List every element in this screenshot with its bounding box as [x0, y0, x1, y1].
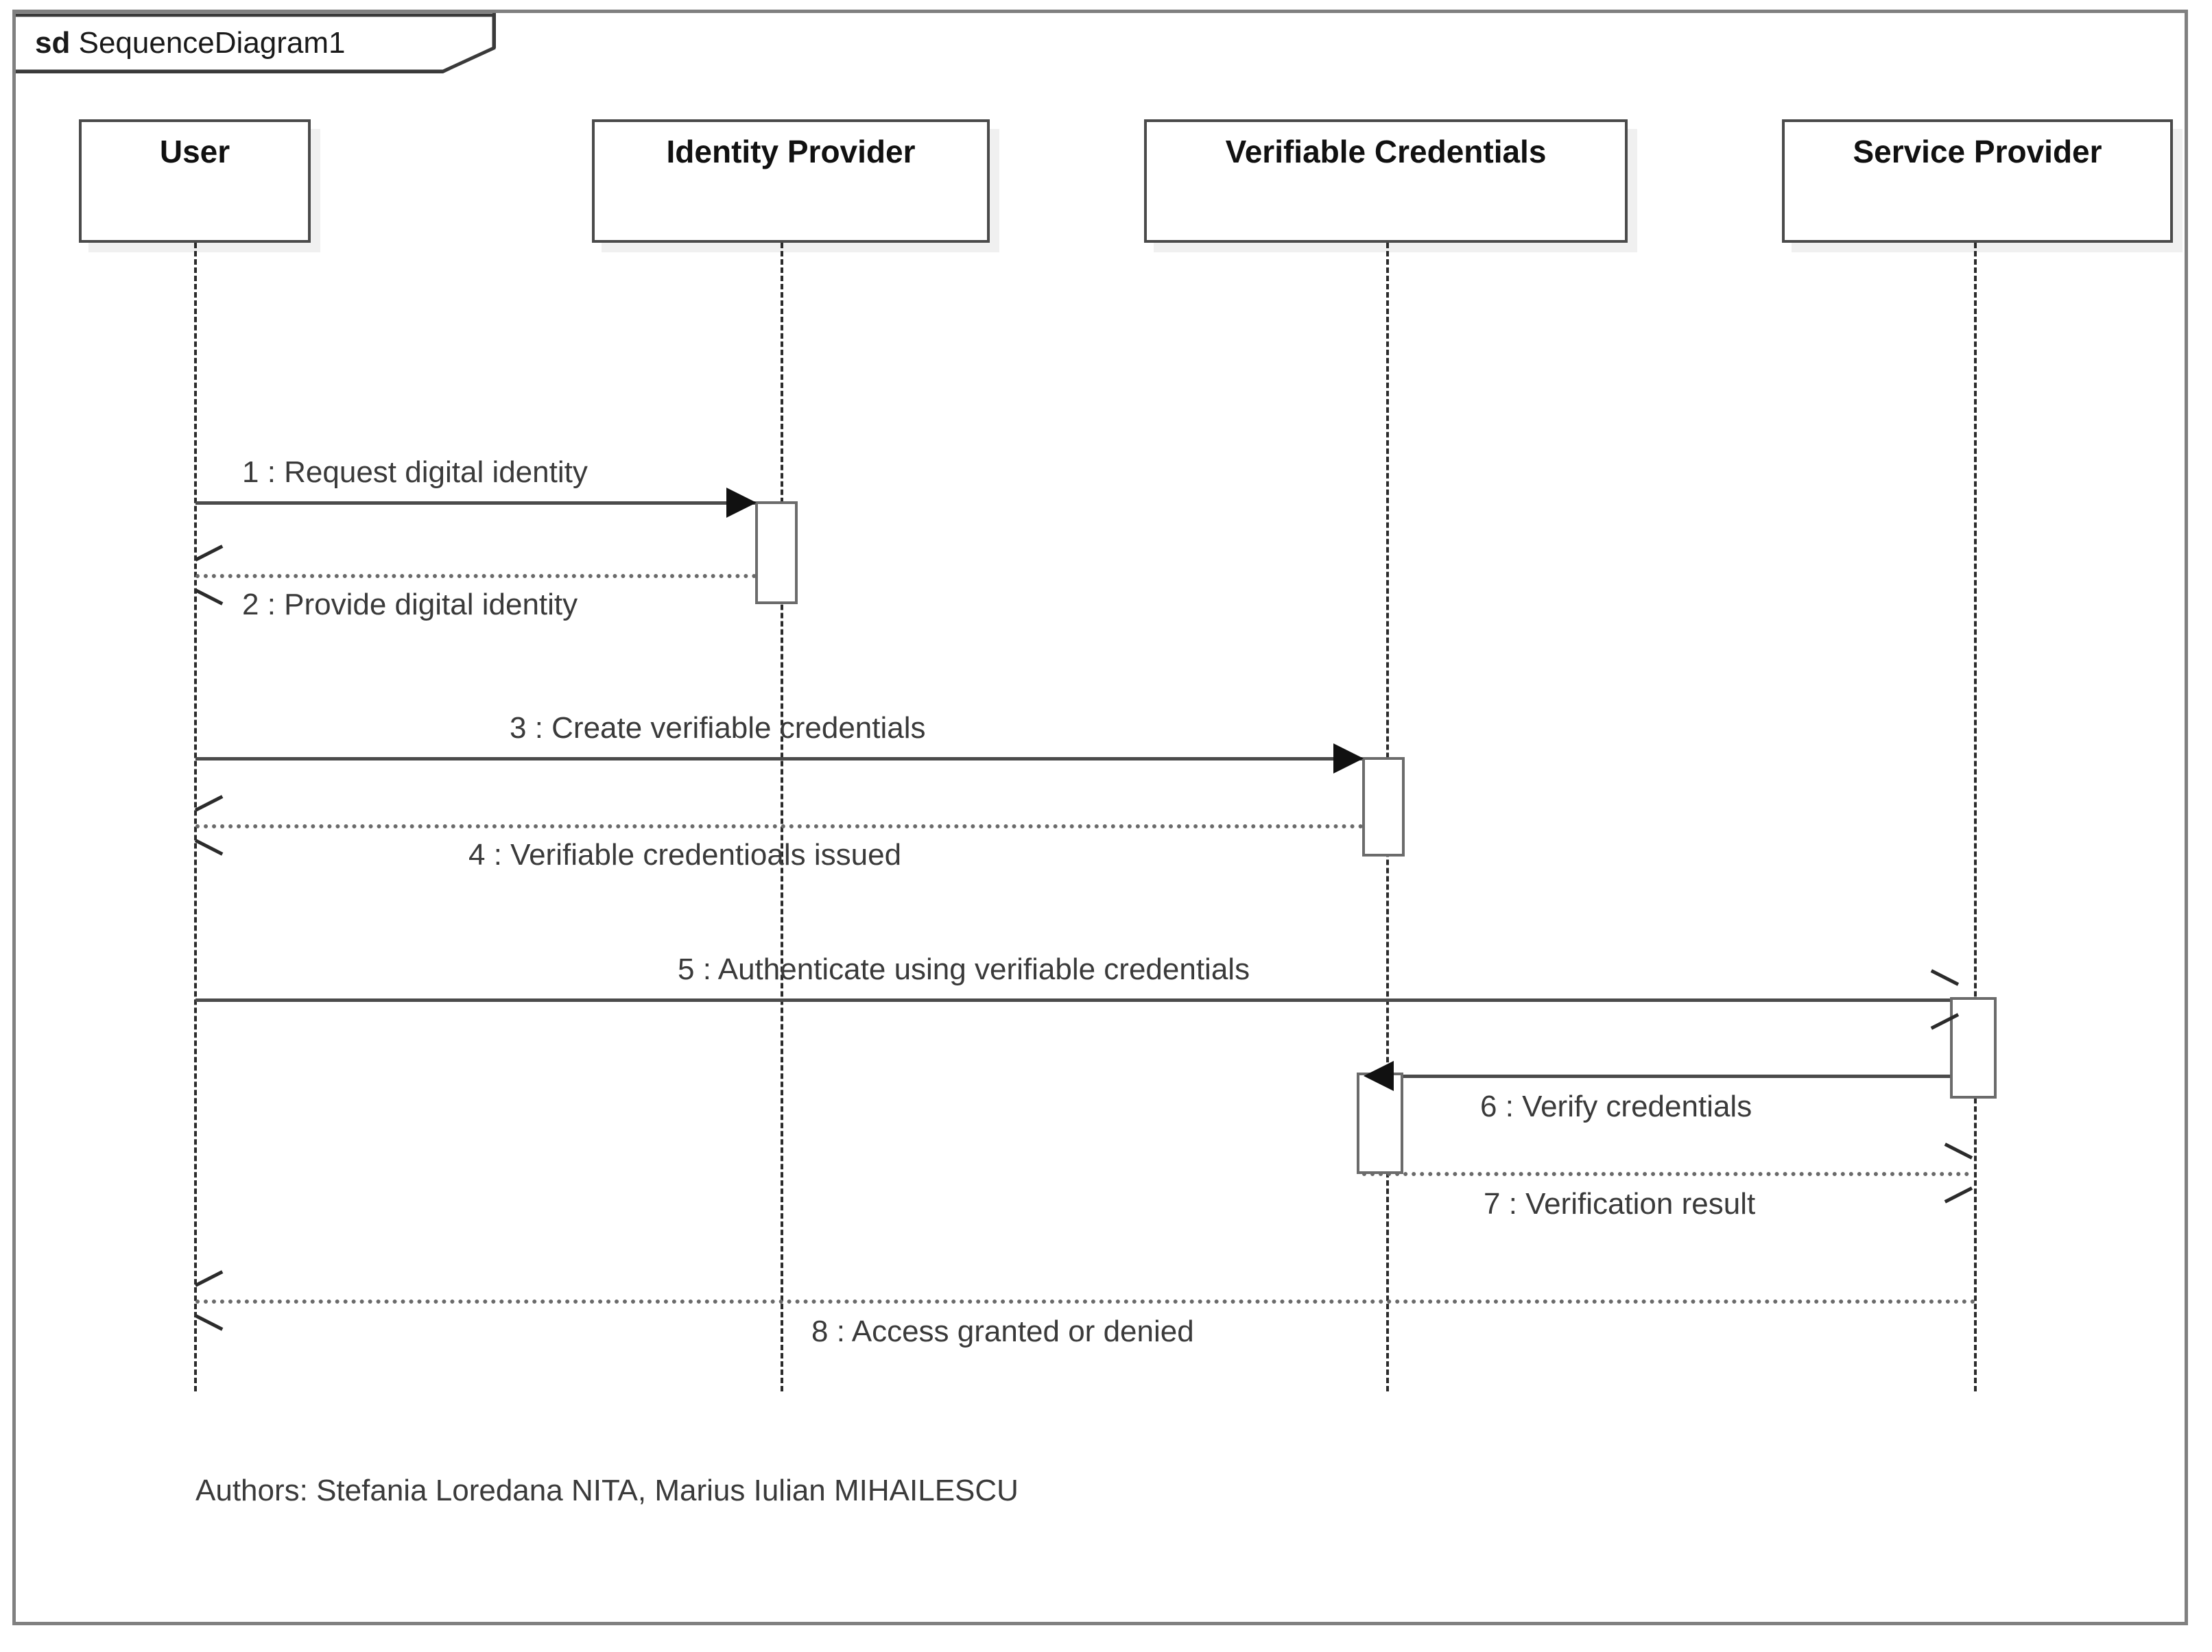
message-label-1: 1 : Request digital identity	[242, 455, 588, 489]
frame-name: SequenceDiagram1	[78, 26, 346, 60]
message-arrowhead-1	[726, 488, 757, 518]
lifeline-head-sp[interactable]: Service Provider	[1782, 119, 2173, 243]
message-line-4[interactable]	[195, 824, 1364, 828]
message-label-6: 6 : Verify credentials	[1480, 1090, 1752, 1123]
message-arrowhead-4	[195, 807, 223, 841]
lifeline-head-user[interactable]: User	[79, 119, 311, 243]
message-arrowhead-2	[195, 557, 223, 591]
message-arrowhead-6	[1364, 1061, 1394, 1091]
message-line-6[interactable]	[1364, 1075, 1955, 1078]
message-line-1[interactable]	[195, 501, 757, 505]
message-label-4: 4 : Verifiable credentioals issued	[468, 838, 902, 872]
frame-tab-label: sd SequenceDiagram1	[35, 26, 346, 60]
lifeline-label-idp: Identity Provider	[666, 134, 916, 169]
message-line-5[interactable]	[195, 998, 1955, 1002]
message-line-2[interactable]	[195, 574, 757, 578]
message-line-3[interactable]	[195, 757, 1364, 761]
lifeline-label-user: User	[159, 134, 230, 169]
authors-note: Authors: Stefania Loredana NITA, Marius …	[195, 1474, 1019, 1507]
sequence-diagram-frame: sd SequenceDiagram1 User Identity Provide…	[12, 10, 2188, 1625]
activation-bar-act-sp[interactable]	[1950, 997, 1997, 1099]
message-arrowhead-3	[1333, 743, 1364, 774]
frame-header-tab: sd SequenceDiagram1	[16, 13, 496, 73]
lifeline-head-idp[interactable]: Identity Provider	[592, 119, 990, 243]
lifeline-label-vc: Verifiable Credentials	[1225, 134, 1547, 169]
lifeline-stem-idp	[781, 243, 783, 1391]
lifeline-head-vc[interactable]: Verifiable Credentials	[1144, 119, 1628, 243]
activation-bar-act-vc-1[interactable]	[1362, 757, 1405, 857]
message-line-7[interactable]	[1362, 1172, 1969, 1176]
frame-keyword: sd	[35, 26, 71, 60]
message-arrowhead-8	[195, 1282, 223, 1317]
message-line-8[interactable]	[195, 1300, 1976, 1304]
message-arrowhead-5	[1928, 981, 1955, 1016]
message-label-2: 2 : Provide digital identity	[242, 588, 578, 621]
message-label-7: 7 : Verification result	[1484, 1187, 1756, 1221]
message-label-5: 5 : Authenticate using verifiable creden…	[678, 953, 1250, 986]
lifeline-label-sp: Service Provider	[1853, 134, 2102, 169]
message-label-8: 8 : Access granted or denied	[811, 1315, 1194, 1348]
activation-bar-act-idp[interactable]	[755, 501, 798, 604]
lifeline-stem-sp	[1974, 243, 1977, 1391]
message-label-3: 3 : Create verifiable credentials	[510, 711, 926, 745]
message-arrowhead-7	[1942, 1155, 1969, 1189]
